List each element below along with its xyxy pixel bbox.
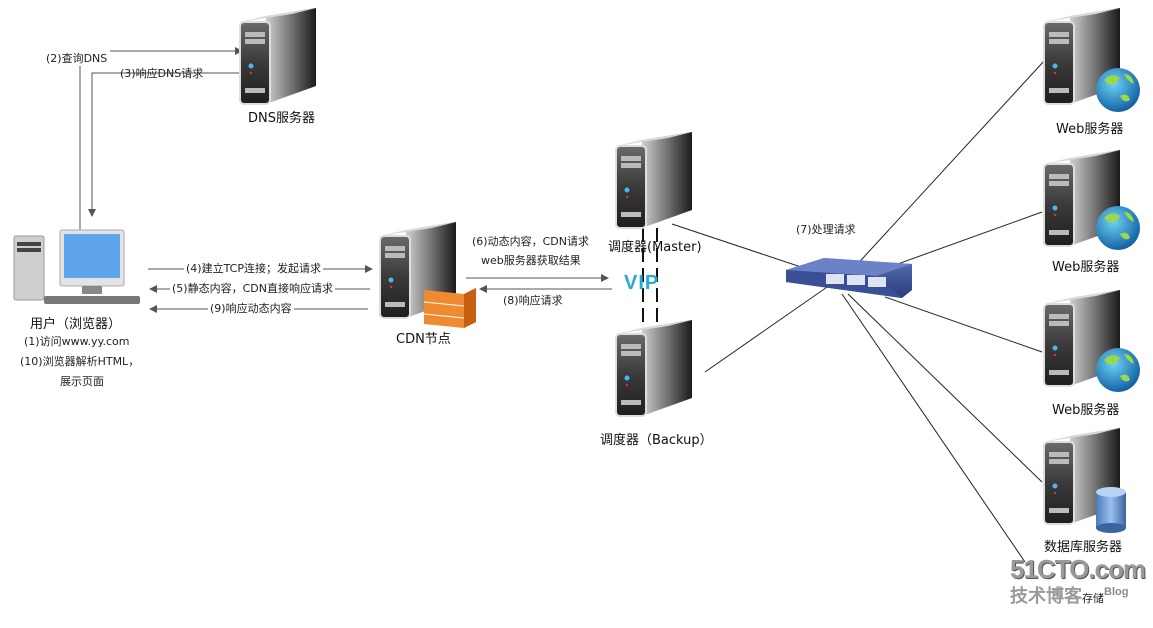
edge-step3-label: (3)响应DNS请求 bbox=[120, 67, 204, 80]
user-label: 用户（浏览器） bbox=[30, 317, 122, 332]
web-server-1-label: Web服务器 bbox=[1056, 122, 1124, 137]
watermark-main: 51CTO.com bbox=[1010, 554, 1146, 584]
edge-backup-switch bbox=[704, 284, 831, 373]
database-cylinder-icon bbox=[1096, 487, 1126, 533]
web-server-2-icon bbox=[1040, 150, 1140, 260]
switch-label: (7)处理请求 bbox=[796, 223, 856, 236]
edge-step4-label: (4)建立TCP连接；发起请求 bbox=[184, 262, 323, 276]
user-note-2: (10)浏览器解析HTML， bbox=[20, 355, 140, 368]
firewall-icon bbox=[423, 288, 476, 328]
lb-master-label: 调度器(Master) bbox=[608, 240, 702, 255]
edge-step9-label: (9)响应动态内容 bbox=[208, 302, 294, 316]
edge-switch-web1 bbox=[839, 59, 1046, 284]
edge-step2-label: (2)查询DNS bbox=[46, 52, 108, 66]
user-note-3: 展示页面 bbox=[60, 375, 104, 388]
vip-label: VIP bbox=[624, 272, 660, 294]
storage-label: 存储 bbox=[1082, 593, 1104, 605]
edge-step8-label: (8)响应请求 bbox=[503, 294, 563, 307]
globe-icon bbox=[1096, 206, 1140, 250]
edge-step6-label-1: (6)动态内容，CDN请求 bbox=[472, 235, 589, 248]
edge-switch-db bbox=[847, 293, 1043, 483]
globe-icon bbox=[1096, 68, 1140, 112]
web-server-1-icon bbox=[1040, 8, 1140, 118]
edge-step5-label: (5)静态内容，CDN直接响应请求 bbox=[170, 282, 335, 296]
watermark-blog: Blog bbox=[1104, 586, 1129, 598]
web-server-3-label: Web服务器 bbox=[1052, 403, 1120, 418]
db-server-label: 数据库服务器 bbox=[1044, 540, 1123, 555]
dns-server-icon bbox=[236, 8, 324, 118]
lb-backup-label: 调度器（Backup） bbox=[600, 433, 713, 448]
web-server-3-icon bbox=[1040, 290, 1140, 400]
watermark-sub: 技术博客 bbox=[1010, 586, 1082, 606]
db-server-icon bbox=[1040, 428, 1128, 538]
lb-backup-icon bbox=[612, 320, 700, 430]
edge-step3-line bbox=[88, 72, 242, 217]
edge-step6-label-2: web服务器获取结果 bbox=[481, 254, 581, 267]
lb-master-icon bbox=[612, 132, 700, 242]
cdn-label: CDN节点 bbox=[396, 332, 451, 347]
cdn-server-icon bbox=[376, 222, 476, 332]
network-switch-icon bbox=[784, 250, 914, 304]
user-pc-icon bbox=[12, 228, 142, 308]
edge-switch-storage bbox=[841, 293, 1026, 563]
watermark-51cto: 51CTO.com 技术博客存储Blog bbox=[1010, 554, 1146, 609]
edge-switch-web3 bbox=[884, 296, 1043, 353]
dns-server-label: DNS服务器 bbox=[248, 111, 315, 126]
user-note-1: (1)访问www.yy.com bbox=[24, 335, 130, 348]
globe-icon bbox=[1096, 348, 1140, 392]
web-server-2-label: Web服务器 bbox=[1052, 260, 1120, 275]
